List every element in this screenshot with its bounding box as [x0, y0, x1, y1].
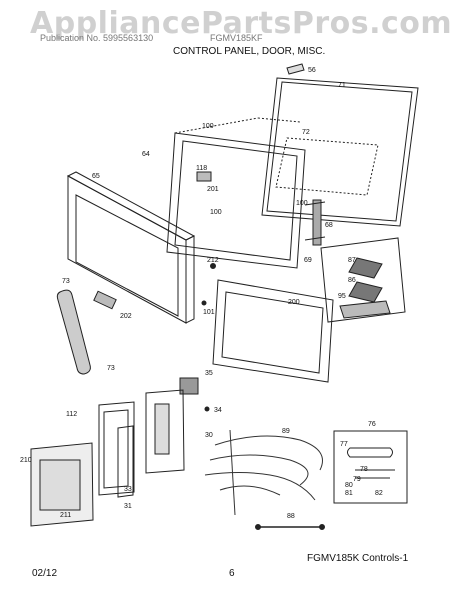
footer-page-number: 6: [229, 568, 235, 579]
figure-code: FGMV185K Controls-1: [307, 553, 409, 564]
callout-31: 31: [124, 503, 132, 510]
callout-212: 212: [207, 257, 219, 264]
section-title: CONTROL PANEL, DOOR, MISC.: [173, 46, 326, 57]
callout-78: 78: [360, 466, 368, 473]
callout-101: 101: [203, 309, 215, 316]
callout-68: 68: [325, 222, 333, 229]
callout-112: 112: [66, 411, 77, 418]
callout-202: 202: [120, 313, 132, 320]
part-65-door-panel: [66, 171, 196, 324]
callout-33: 33: [124, 486, 132, 493]
part-89-wire-harness: [204, 429, 323, 516]
footer-date: 02/12: [32, 568, 58, 579]
callout-100c: 100: [296, 200, 308, 207]
callout-35: 35: [205, 370, 213, 377]
callout-71: 71: [338, 82, 346, 89]
callout-77: 77: [340, 441, 348, 448]
callout-210: 210: [20, 457, 32, 464]
callout-69: 69: [304, 257, 312, 264]
part-31-keypad: [117, 425, 134, 498]
part-64-door-frame: [166, 117, 306, 269]
callout-95: 95: [338, 293, 346, 300]
part-72-door-screen: [275, 137, 379, 196]
callout-30: 30: [205, 432, 213, 439]
callout-81: 81: [345, 490, 353, 497]
callout-89: 89: [282, 428, 290, 435]
watermark: AppliancePartsPros.com: [30, 6, 453, 41]
part-212-screw: [210, 263, 216, 269]
callout-211: 211: [60, 512, 71, 519]
part-118-hinge: [196, 171, 212, 182]
literature-box: [320, 237, 406, 323]
publication-number: Publication No. 5995563130: [40, 33, 154, 43]
callout-100b: 100: [210, 209, 222, 216]
callout-86: 86: [348, 277, 356, 284]
part-202-insulator: [93, 290, 117, 310]
callout-118: 118: [196, 165, 207, 172]
part-71-door-choke: [261, 77, 419, 227]
part-210-overlay: [30, 442, 94, 527]
callout-72: 72: [302, 129, 310, 136]
part-112-control-panel: [98, 401, 135, 496]
thermal-cutoff-box: [333, 430, 408, 504]
callout-76: 76: [368, 421, 376, 428]
callout-201: 201: [207, 186, 219, 193]
callout-73: 73: [62, 278, 70, 285]
callout-34: 34: [214, 407, 222, 414]
callout-200: 200: [288, 299, 300, 306]
part-101-screw: [201, 300, 207, 306]
callout-79: 79: [353, 476, 361, 483]
part-68-latch: [304, 199, 326, 246]
callout-56: 56: [308, 67, 316, 74]
callout-64: 64: [142, 151, 150, 158]
part-73-door-handle: [56, 289, 91, 375]
part-30-control-board: [145, 389, 185, 474]
part-34-screw: [204, 406, 210, 412]
callout-65: 65: [92, 173, 100, 180]
callout-80: 80: [345, 482, 353, 489]
part-56-clip: [286, 63, 305, 75]
part-200-door-window: [212, 279, 334, 383]
callout-88: 88: [287, 513, 295, 520]
callout-82: 82: [375, 490, 383, 497]
callout-87: 87: [348, 257, 356, 264]
callout-73b: 73: [107, 365, 115, 372]
callout-100: 100: [202, 123, 214, 130]
part-35-relay: [179, 377, 199, 395]
model-number: FGMV185KF: [210, 33, 263, 43]
